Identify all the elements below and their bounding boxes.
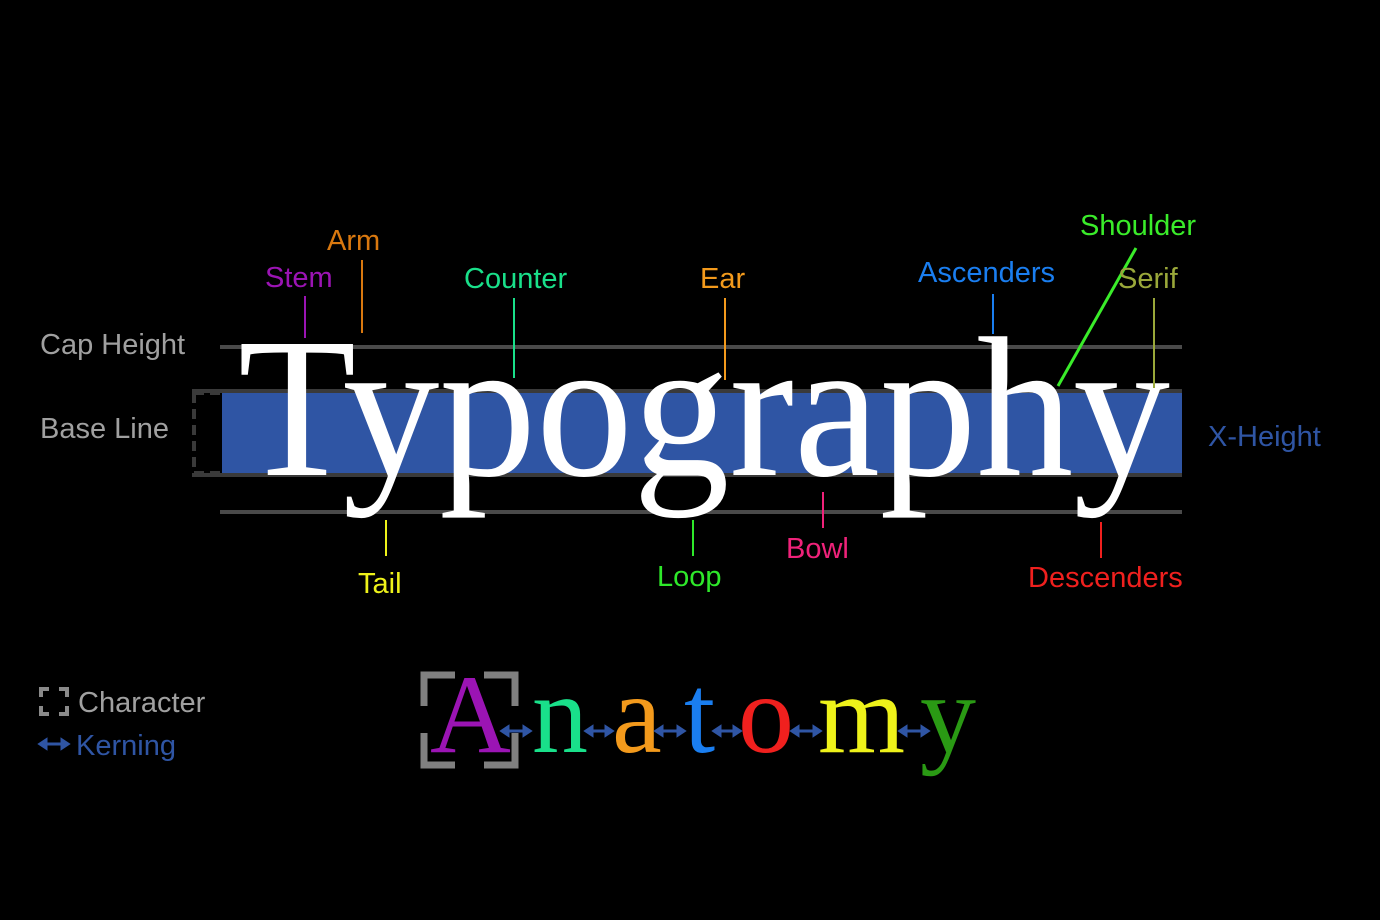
shoulder-label: Shoulder xyxy=(1080,210,1196,242)
anatomy-letter-n: n xyxy=(532,653,588,777)
anatomy-letter-t: t xyxy=(684,653,715,777)
bowl-label: Bowl xyxy=(786,533,849,565)
descenders-label: Descenders xyxy=(1028,562,1183,594)
anatomy-letter-m: m xyxy=(818,653,905,777)
kerning-legend-label: Kerning xyxy=(76,730,176,762)
kerning-arrow-icon xyxy=(711,724,743,738)
anatomy-letter-a: a xyxy=(612,653,662,777)
anatomy-letter-o: o xyxy=(738,653,794,777)
main-word: Typography xyxy=(238,298,1170,519)
character-bracket-icon xyxy=(420,671,519,769)
x-height-band xyxy=(222,391,1182,475)
shoulder-leader xyxy=(1056,247,1138,387)
ascenders-label: Ascenders xyxy=(918,257,1055,289)
kerning-arrow-icon xyxy=(653,724,687,738)
base-line-label: Base Line xyxy=(40,413,169,445)
anatomy-letter-A: A xyxy=(430,653,511,777)
counter-label: Counter xyxy=(464,263,568,295)
character-legend-label: Character xyxy=(78,687,206,719)
x-height-label: X-Height xyxy=(1208,421,1321,453)
character-legend-icon xyxy=(39,687,69,716)
anatomy-letter-y: y xyxy=(920,653,976,777)
kerning-legend-icon xyxy=(37,737,71,751)
kerning-arrow-icon xyxy=(583,724,615,738)
ear-label: Ear xyxy=(700,263,745,295)
loop-label: Loop xyxy=(657,561,722,593)
kerning-arrow-icon xyxy=(499,724,533,738)
serif-label: Serif xyxy=(1118,263,1179,295)
kerning-arrow-icon xyxy=(897,724,931,738)
kerning-arrow-icon xyxy=(789,724,823,738)
arm-label: Arm xyxy=(327,225,380,257)
tail-label: Tail xyxy=(358,568,402,600)
base-line-bracket xyxy=(192,391,222,475)
cap-height-label: Cap Height xyxy=(40,329,185,361)
stem-label: Stem xyxy=(265,262,333,294)
